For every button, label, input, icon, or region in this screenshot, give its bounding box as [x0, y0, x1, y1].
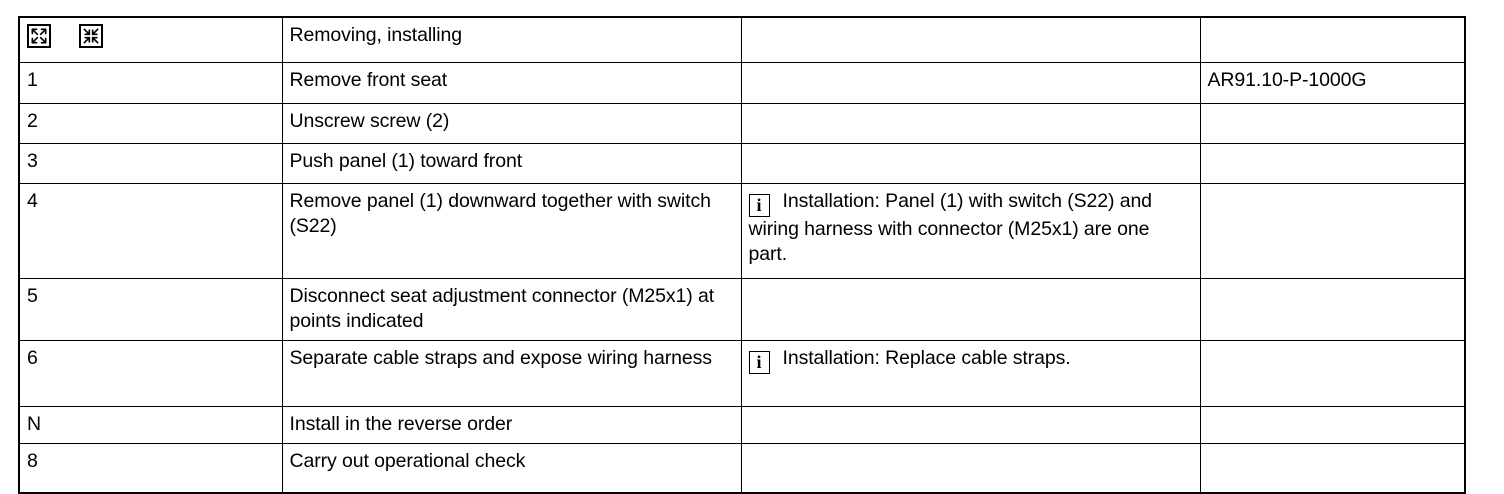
- step-reference: [1199, 278, 1466, 341]
- step-operation: Remove panel (1) downward together with …: [281, 183, 742, 279]
- procedure-table: Removing, installing 1 Remove front seat…: [18, 16, 1466, 494]
- note-text: Installation: Panel (1) with switch (S22…: [748, 190, 1153, 265]
- step-number: 2: [18, 103, 283, 144]
- step-operation: Unscrew screw (2): [281, 103, 742, 144]
- step-operation: Remove front seat: [281, 62, 742, 104]
- step-note: [740, 103, 1201, 144]
- info-icon: i: [748, 194, 770, 217]
- step-operation: Carry out operational check: [281, 442, 742, 494]
- step-note: [740, 278, 1201, 341]
- step-reference: [1199, 103, 1466, 144]
- step-note: [740, 442, 1201, 494]
- table-header-row: Removing, installing: [18, 16, 1466, 63]
- step-reference: [1199, 143, 1466, 184]
- table-row: 5 Disconnect seat adjustment connector (…: [18, 278, 1466, 341]
- step-reference[interactable]: AR91.10-P-1000G: [1199, 62, 1466, 104]
- step-operation: Install in the reverse order: [281, 405, 742, 444]
- header-note-cell: [740, 16, 1201, 63]
- header-icons-cell: [18, 16, 283, 63]
- table-row: 8 Carry out operational check: [18, 442, 1466, 494]
- table-row: 2 Unscrew screw (2): [18, 103, 1466, 144]
- step-number: N: [18, 405, 283, 444]
- step-operation: Disconnect seat adjustment connector (M2…: [281, 278, 742, 341]
- step-number: 6: [18, 339, 283, 407]
- collapse-icon[interactable]: [79, 24, 103, 48]
- page-title: Removing, installing: [289, 24, 463, 46]
- expand-icon[interactable]: [27, 24, 51, 48]
- table-row: 3 Push panel (1) toward front: [18, 143, 1466, 184]
- step-reference: [1199, 339, 1466, 407]
- step-number: 4: [18, 183, 283, 279]
- step-operation: Separate cable straps and expose wiring …: [281, 339, 742, 407]
- step-reference: [1199, 405, 1466, 444]
- note-body: i Installation: Replace cable straps.: [748, 346, 1193, 374]
- header-title-cell: Removing, installing: [281, 16, 742, 63]
- step-number: 1: [18, 62, 283, 104]
- table-row: 4 Remove panel (1) downward together wit…: [18, 183, 1466, 279]
- step-note: [740, 62, 1201, 104]
- step-operation: Push panel (1) toward front: [281, 143, 742, 184]
- step-note: i Installation: Replace cable straps.: [740, 339, 1201, 407]
- step-reference: [1199, 183, 1466, 279]
- step-reference: [1199, 442, 1466, 494]
- table-row: 1 Remove front seat AR91.10-P-1000G: [18, 62, 1466, 104]
- table-row: N Install in the reverse order: [18, 405, 1466, 444]
- table-row: 6 Separate cable straps and expose wirin…: [18, 339, 1466, 407]
- icon-row: [27, 23, 275, 48]
- step-note: [740, 405, 1201, 444]
- header-reference-cell: [1199, 16, 1466, 63]
- step-number: 8: [18, 442, 283, 494]
- note-text: Installation: Replace cable straps.: [782, 346, 1071, 369]
- info-icon: i: [748, 350, 770, 374]
- step-note: [740, 143, 1201, 184]
- step-number: 5: [18, 278, 283, 341]
- step-number: 3: [18, 143, 283, 184]
